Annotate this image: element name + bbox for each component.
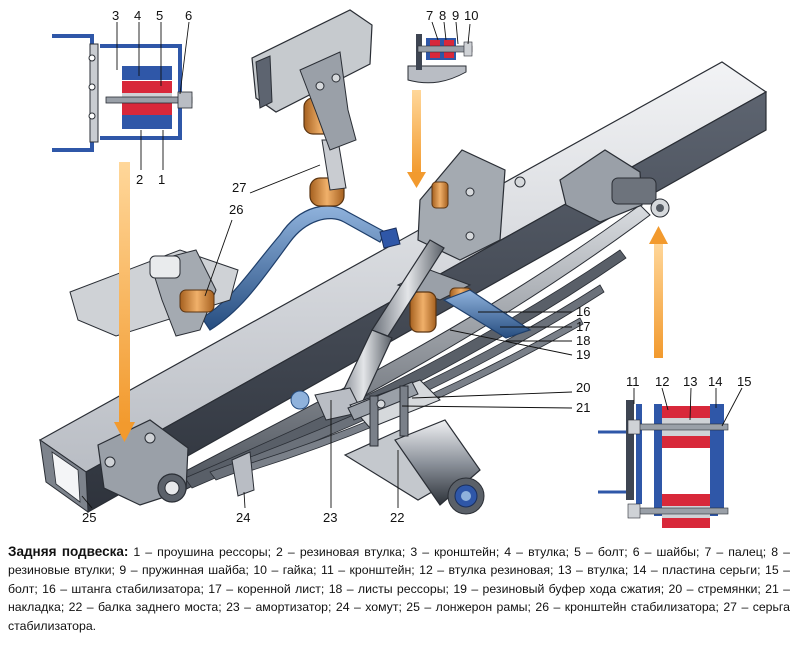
stabilizer-bracket xyxy=(69,249,239,337)
shock-mount-bracket xyxy=(417,149,526,261)
figure-caption: Задняя подвеска: 1 – проушина рессоры; 2… xyxy=(8,543,790,635)
callout-13: 13 xyxy=(683,374,697,389)
leader-lines xyxy=(81,21,743,509)
callout-15: 15 xyxy=(737,374,751,389)
rear-axle-beam xyxy=(343,379,485,515)
callout-14: 14 xyxy=(708,374,722,389)
callout-10: 10 xyxy=(464,8,478,23)
callout-9: 9 xyxy=(452,8,459,23)
callout-27: 27 xyxy=(232,180,246,195)
spring-clamp xyxy=(231,451,255,497)
inset-front-eye-section xyxy=(52,34,193,152)
rear-suspension-diagram: 3 4 5 6 2 1 7 8 9 10 11 12 13 14 15 16 1… xyxy=(38,8,768,528)
callout-7: 7 xyxy=(426,8,433,23)
callout-6: 6 xyxy=(185,8,192,23)
callout-22: 22 xyxy=(390,510,404,525)
arrow-to-shock-pin xyxy=(407,90,426,188)
callout-4: 4 xyxy=(134,8,141,23)
inset-rear-shackle-section xyxy=(598,400,729,528)
callout-1: 1 xyxy=(158,172,165,187)
shock-absorber xyxy=(290,239,445,421)
callout-25: 25 xyxy=(82,510,96,525)
callout-12: 12 xyxy=(655,374,669,389)
front-spring-bracket xyxy=(97,419,189,506)
arrow-to-rear-shackle xyxy=(649,226,668,358)
caption-title: Задняя подвеска: xyxy=(8,544,129,559)
callout-labels: 3 4 5 6 2 1 7 8 9 10 11 12 13 14 15 16 1… xyxy=(82,8,751,525)
u-bolts-and-pad xyxy=(347,381,419,447)
callout-24: 24 xyxy=(236,510,250,525)
callout-17: 17 xyxy=(576,319,590,334)
callout-20: 20 xyxy=(576,380,590,395)
arrow-to-front-bracket xyxy=(114,162,135,442)
rear-shackle-bracket xyxy=(559,149,670,223)
callout-5: 5 xyxy=(156,8,163,23)
callout-3: 3 xyxy=(112,8,119,23)
callout-11: 11 xyxy=(626,374,640,389)
callout-16: 16 xyxy=(576,304,590,319)
callout-8: 8 xyxy=(439,8,446,23)
callout-2: 2 xyxy=(136,172,143,187)
callout-21: 21 xyxy=(576,400,590,415)
callout-23: 23 xyxy=(323,510,337,525)
caption-text: 1 – проушина рессоры; 2 – резиновая втул… xyxy=(8,545,790,633)
callout-19: 19 xyxy=(576,347,590,362)
crossmember-bracket xyxy=(251,9,373,151)
callout-18: 18 xyxy=(576,333,590,348)
callout-26: 26 xyxy=(229,202,243,217)
inset-shock-pin xyxy=(407,34,473,84)
